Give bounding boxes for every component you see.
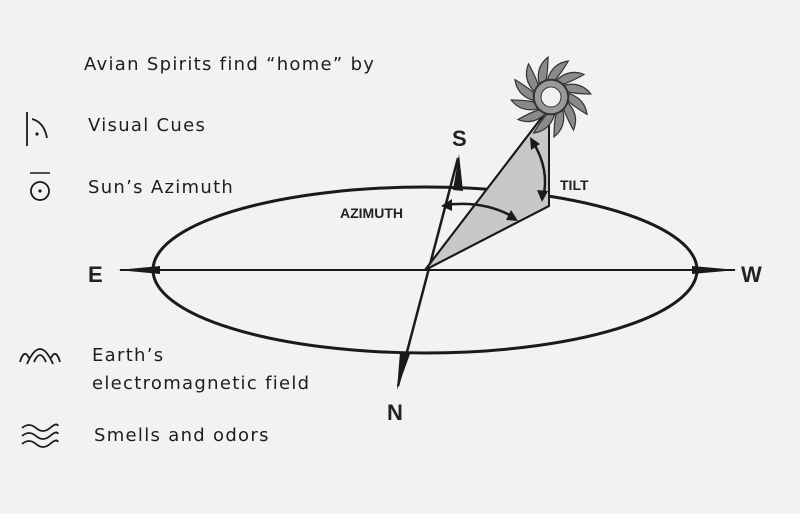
sun-ray-10 (546, 60, 570, 81)
sun-icon (509, 55, 593, 139)
sun-ray-6 (509, 99, 539, 111)
sun-ray-1 (567, 92, 588, 116)
sun-core (540, 86, 562, 108)
west-taper (692, 266, 737, 274)
triple-wave-icon (21, 423, 59, 448)
visual-cues-glyph-icon (26, 112, 48, 146)
north-taper (397, 352, 410, 390)
azimuth-label: AZIMUTH (340, 205, 403, 221)
tilt-arrow-top (530, 137, 540, 150)
legend-label-suns-azimuth: Sun’s Azimuth (88, 177, 235, 198)
legend-title: Avian Spirits find “home” by (84, 54, 376, 75)
sun-circle-dot-icon (30, 172, 50, 201)
east-taper (118, 266, 160, 274)
sun-ray-11 (555, 71, 586, 85)
legend-label-electromagnetic-field: electromagnetic field (92, 373, 311, 394)
sun-ray-2 (563, 101, 577, 132)
tilt-label: TILT (560, 177, 589, 193)
sun-ray-5 (516, 109, 547, 123)
sun-ray-9 (537, 55, 549, 85)
earth-field-arch-icon (19, 348, 61, 365)
legend-label-smells: Smells and odors (94, 425, 270, 446)
azimuth-arrow-left (441, 199, 452, 211)
legend-item-earth-field: Earth’s electromagnetic field (0, 338, 360, 398)
north-label: N (387, 400, 403, 425)
legend-item-smells: Smells and odors (0, 418, 360, 454)
azimuth-arrow-right (506, 210, 518, 221)
south-label: S (452, 126, 467, 151)
west-label: W (741, 262, 762, 287)
north-south-axis (396, 157, 460, 387)
tilt-arrow-bottom (537, 190, 548, 202)
sun-ray-12 (563, 83, 593, 95)
legend-item-visual-cues: Visual Cues (0, 110, 360, 146)
legend-item-suns-azimuth: Sun’s Azimuth (0, 170, 360, 206)
sun-ray-7 (514, 78, 535, 102)
legend-label-visual-cues: Visual Cues (88, 115, 207, 136)
south-taper (453, 154, 463, 191)
legend-label-earth: Earth’s (92, 345, 165, 366)
sun-ray (424, 107, 550, 271)
east-label: E (88, 262, 103, 287)
sun-ray-8 (525, 62, 539, 93)
sun-ray-3 (553, 109, 565, 139)
ground-projection (424, 205, 550, 271)
sun-ray-4 (532, 113, 556, 134)
